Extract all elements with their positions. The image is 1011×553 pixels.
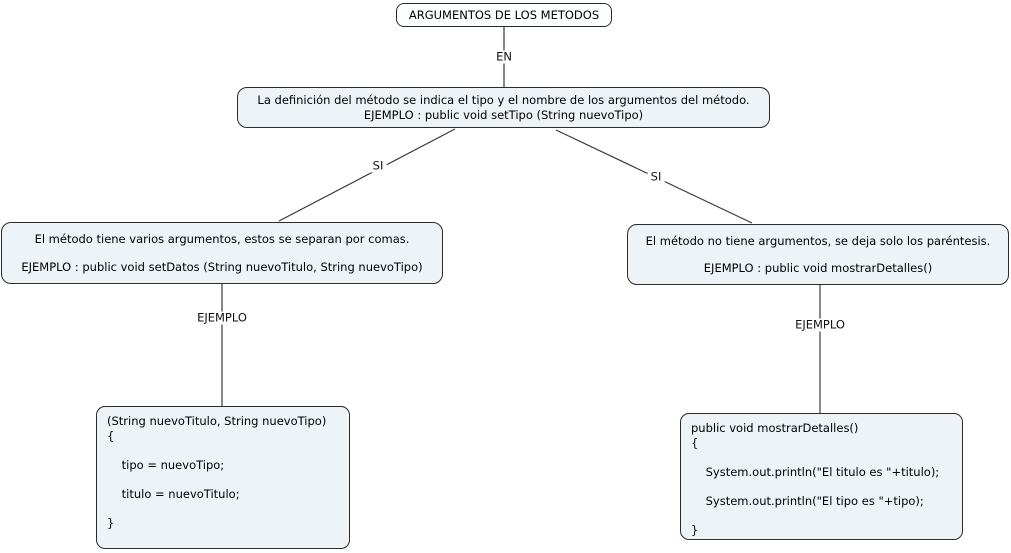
root-concept-node[interactable]: ARGUMENTOS DE LOS METODOS (396, 3, 612, 27)
link-label-ejemplo-left[interactable]: EJEMPLO (194, 311, 250, 325)
mostrardetalles-code-node[interactable]: public void mostrarDetalles() { System.o… (680, 413, 963, 540)
no-args-line1: El método no tiene argumentos, se deja s… (645, 233, 991, 248)
multiple-args-line2: EJEMPLO : public void setDatos (String n… (21, 259, 423, 274)
link-label-en[interactable]: EN (493, 50, 515, 64)
multiple-args-concept-node[interactable]: El método tiene varios argumentos, estos… (1, 222, 443, 284)
definition-concept-node[interactable]: La definición del método se indica el ti… (237, 87, 770, 128)
setdatos-code-node[interactable]: (String nuevoTitulo, String nuevoTipo) {… (96, 406, 350, 549)
link-label-si-right[interactable]: SI (647, 170, 665, 184)
link-label-si-left[interactable]: SI (369, 159, 387, 173)
root-concept-label: ARGUMENTOS DE LOS METODOS (408, 7, 600, 22)
connector-si-left (278, 128, 456, 222)
definition-line2: EJEMPLO : public void setTipo (String nu… (363, 107, 644, 122)
no-args-line2: EJEMPLO : public void mostrarDetalles() (703, 261, 933, 275)
definition-line1: La definición del método se indica el ti… (257, 93, 750, 107)
no-args-concept-node[interactable]: El método no tiene argumentos, se deja s… (627, 224, 1009, 285)
multiple-args-line1: El método tiene varios argumentos, estos… (34, 232, 410, 246)
link-label-ejemplo-right[interactable]: EJEMPLO (792, 318, 848, 332)
